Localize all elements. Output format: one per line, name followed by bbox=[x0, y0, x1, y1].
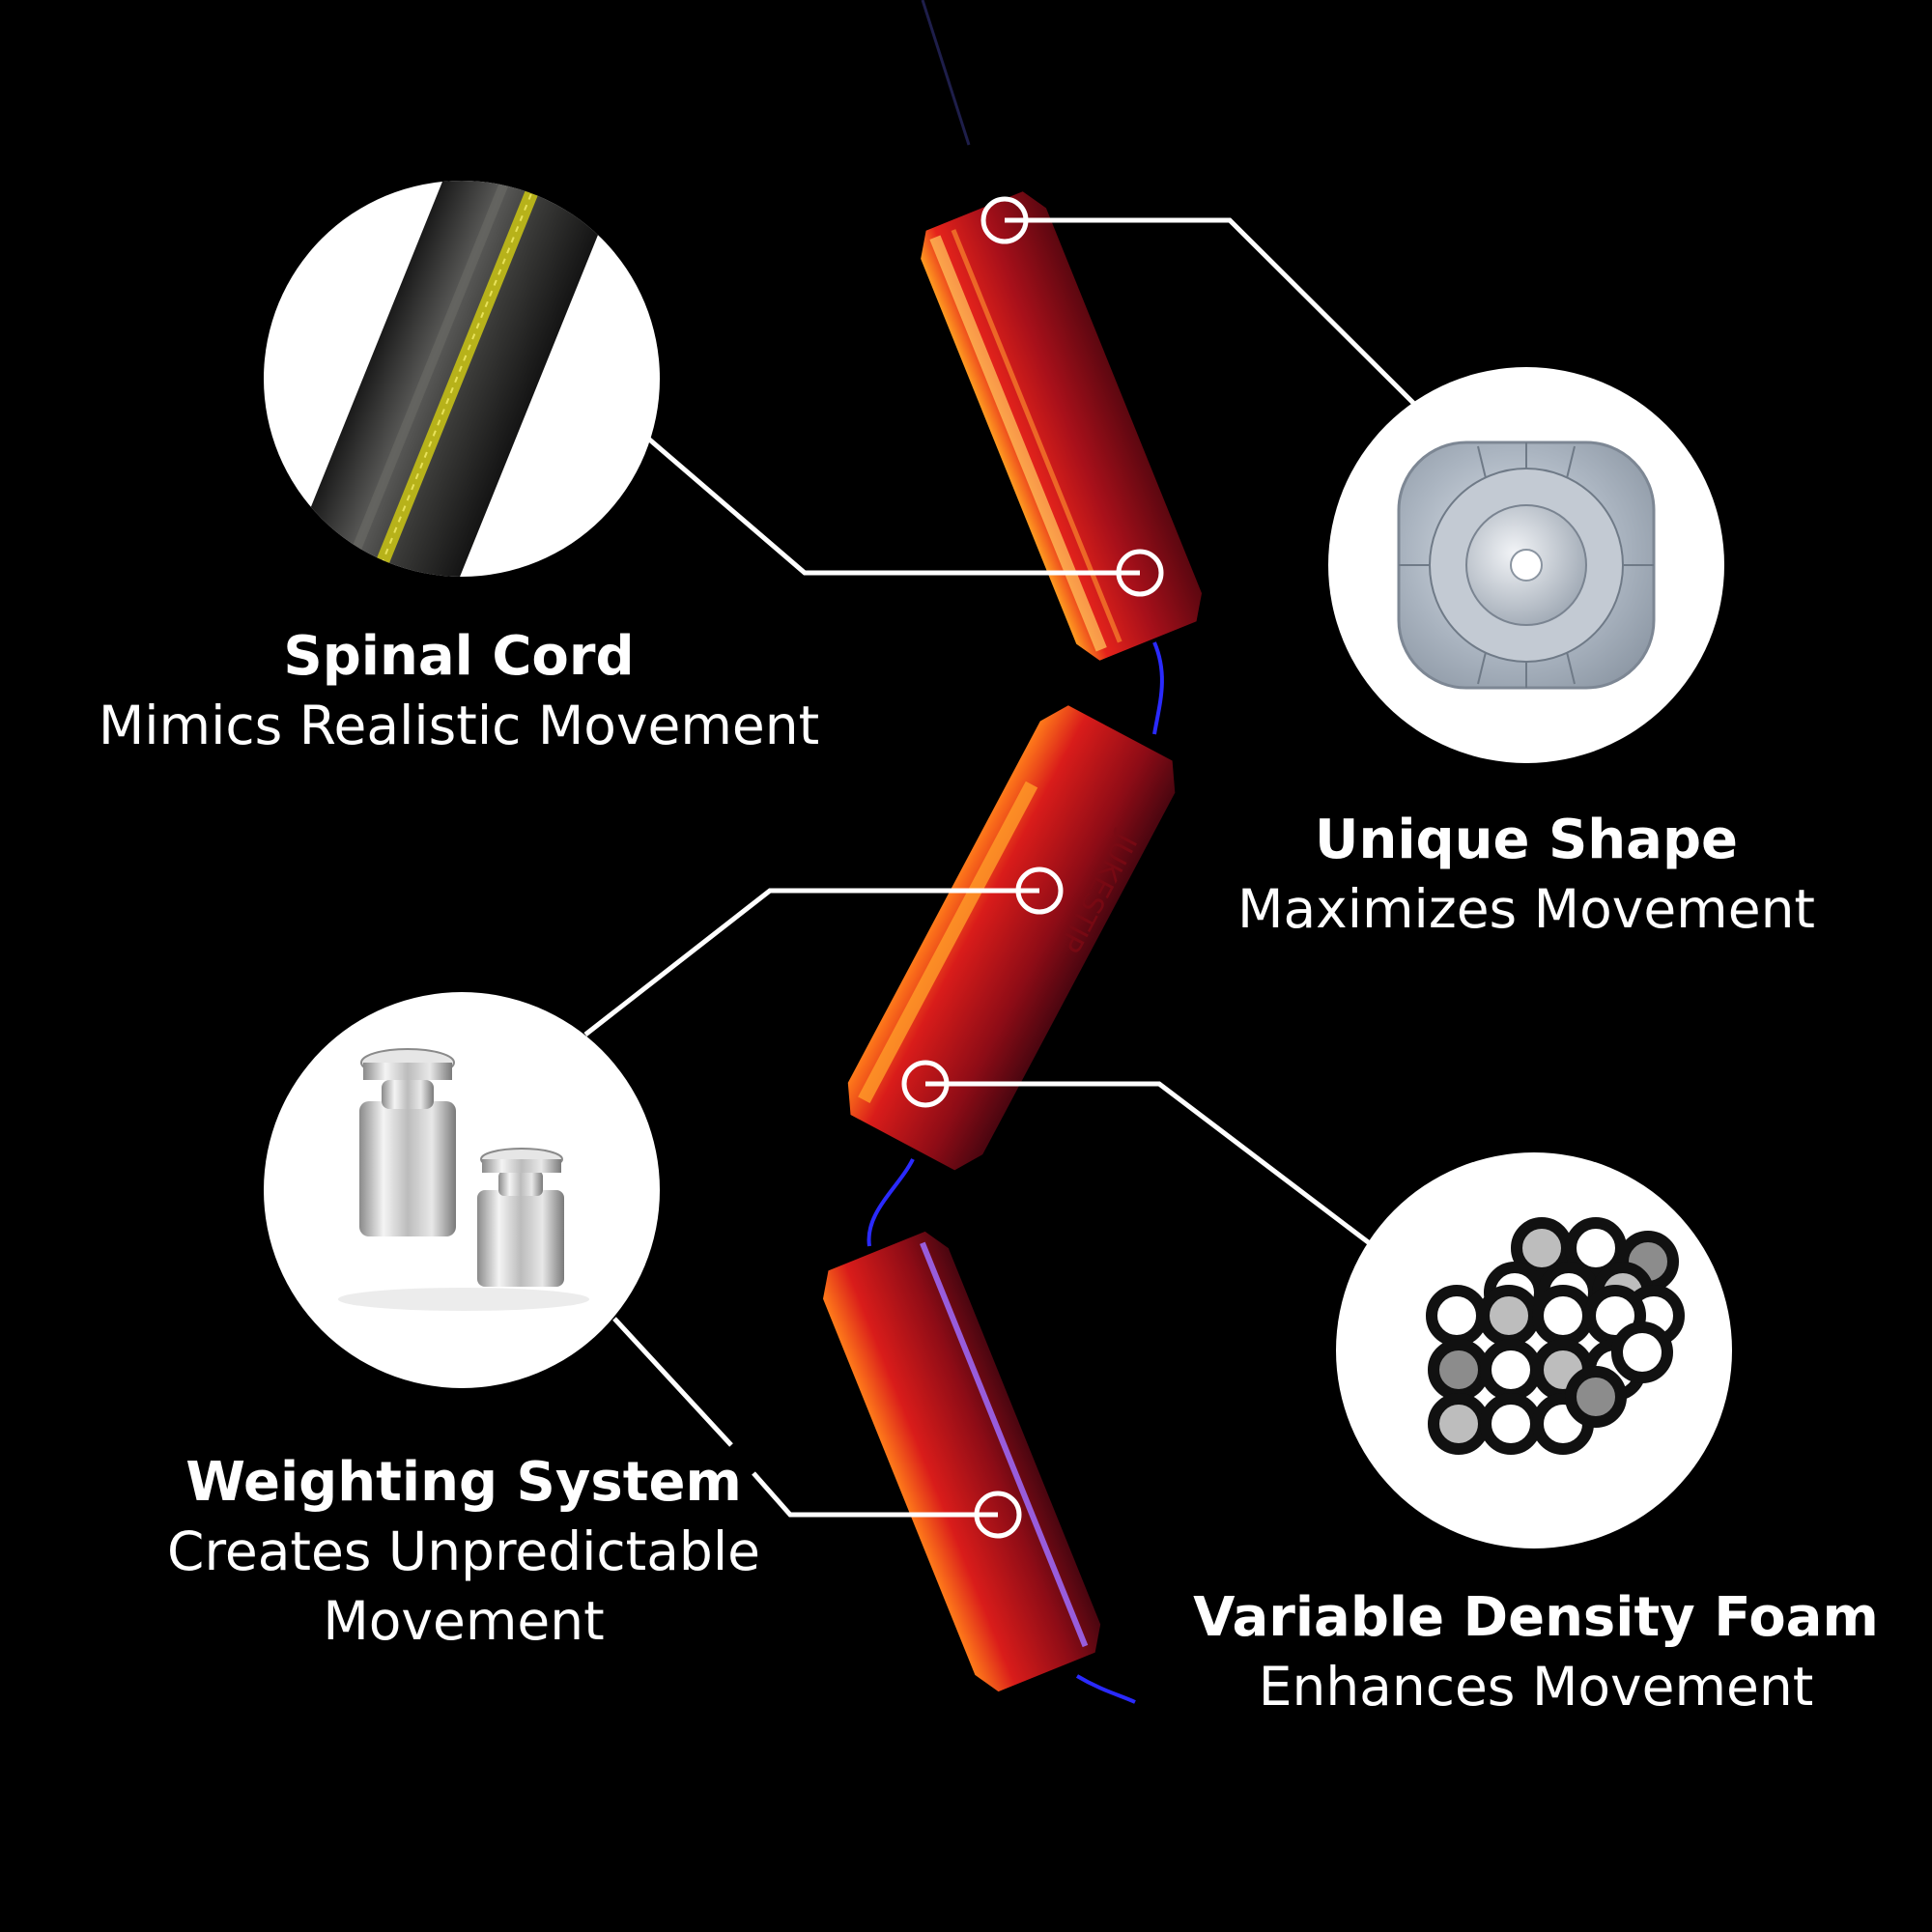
hanging-string bbox=[921, 0, 971, 146]
anchor-dot-spinal bbox=[1116, 549, 1164, 597]
anchor-dot-weight-lower bbox=[974, 1491, 1022, 1539]
spinal-cord-closeup-icon bbox=[268, 181, 638, 577]
cord-link-2 bbox=[867, 1158, 915, 1247]
callout-line-weight-anchor bbox=[752, 1471, 998, 1518]
cross-section-shape-icon bbox=[1397, 440, 1656, 690]
cord-link-1 bbox=[1152, 641, 1164, 735]
callout-line-shape bbox=[1005, 217, 1420, 410]
variable-density-foam-title: Variable Density Foam bbox=[1193, 1586, 1879, 1649]
anchor-dot-weight bbox=[1015, 867, 1064, 915]
weighting-system-description-line2: Movement bbox=[323, 1590, 605, 1652]
weights-icon bbox=[338, 1048, 589, 1311]
anchor-dots bbox=[901, 196, 1164, 1539]
variable-density-foam-description: Enhances Movement bbox=[1258, 1656, 1814, 1718]
spinal-cord-description: Mimics Realistic Movement bbox=[98, 695, 820, 756]
unique-shape-description: Maximizes Movement bbox=[1236, 878, 1816, 940]
weighting-circle bbox=[264, 992, 660, 1388]
weighting-system-title: Weighting System bbox=[185, 1451, 742, 1514]
segment-bottom bbox=[823, 1231, 1101, 1692]
foam-cells-icon bbox=[1426, 1217, 1685, 1455]
variable-density-foam-feature: Variable Density Foam Enhances Movement bbox=[1159, 1584, 1913, 1721]
callout-line-weight-lower bbox=[612, 1317, 733, 1447]
unique-shape-title: Unique Shape bbox=[1314, 809, 1739, 871]
segment-middle: JUKESTIP bbox=[847, 705, 1176, 1171]
segment-top bbox=[921, 191, 1203, 661]
callout-line-foam bbox=[925, 1081, 1373, 1246]
unique-shape-feature: Unique Shape Maximizes Movement bbox=[1179, 807, 1874, 944]
callout-lines bbox=[583, 217, 1420, 1518]
weighting-system-feature: Weighting System Creates Unpredictable M… bbox=[126, 1449, 802, 1656]
callout-line-spinal bbox=[645, 436, 1140, 576]
anchor-dot-foam bbox=[901, 1060, 950, 1108]
callout-line-weight bbox=[583, 888, 1039, 1037]
spinal-cord-title: Spinal Cord bbox=[283, 625, 635, 688]
cord-tail bbox=[1075, 1674, 1136, 1704]
spinal-cord-feature: Spinal Cord Mimics Realistic Movement bbox=[58, 623, 860, 760]
anchor-dot-shape bbox=[980, 196, 1029, 244]
weighting-system-description-line1: Creates Unpredictable bbox=[167, 1520, 760, 1582]
